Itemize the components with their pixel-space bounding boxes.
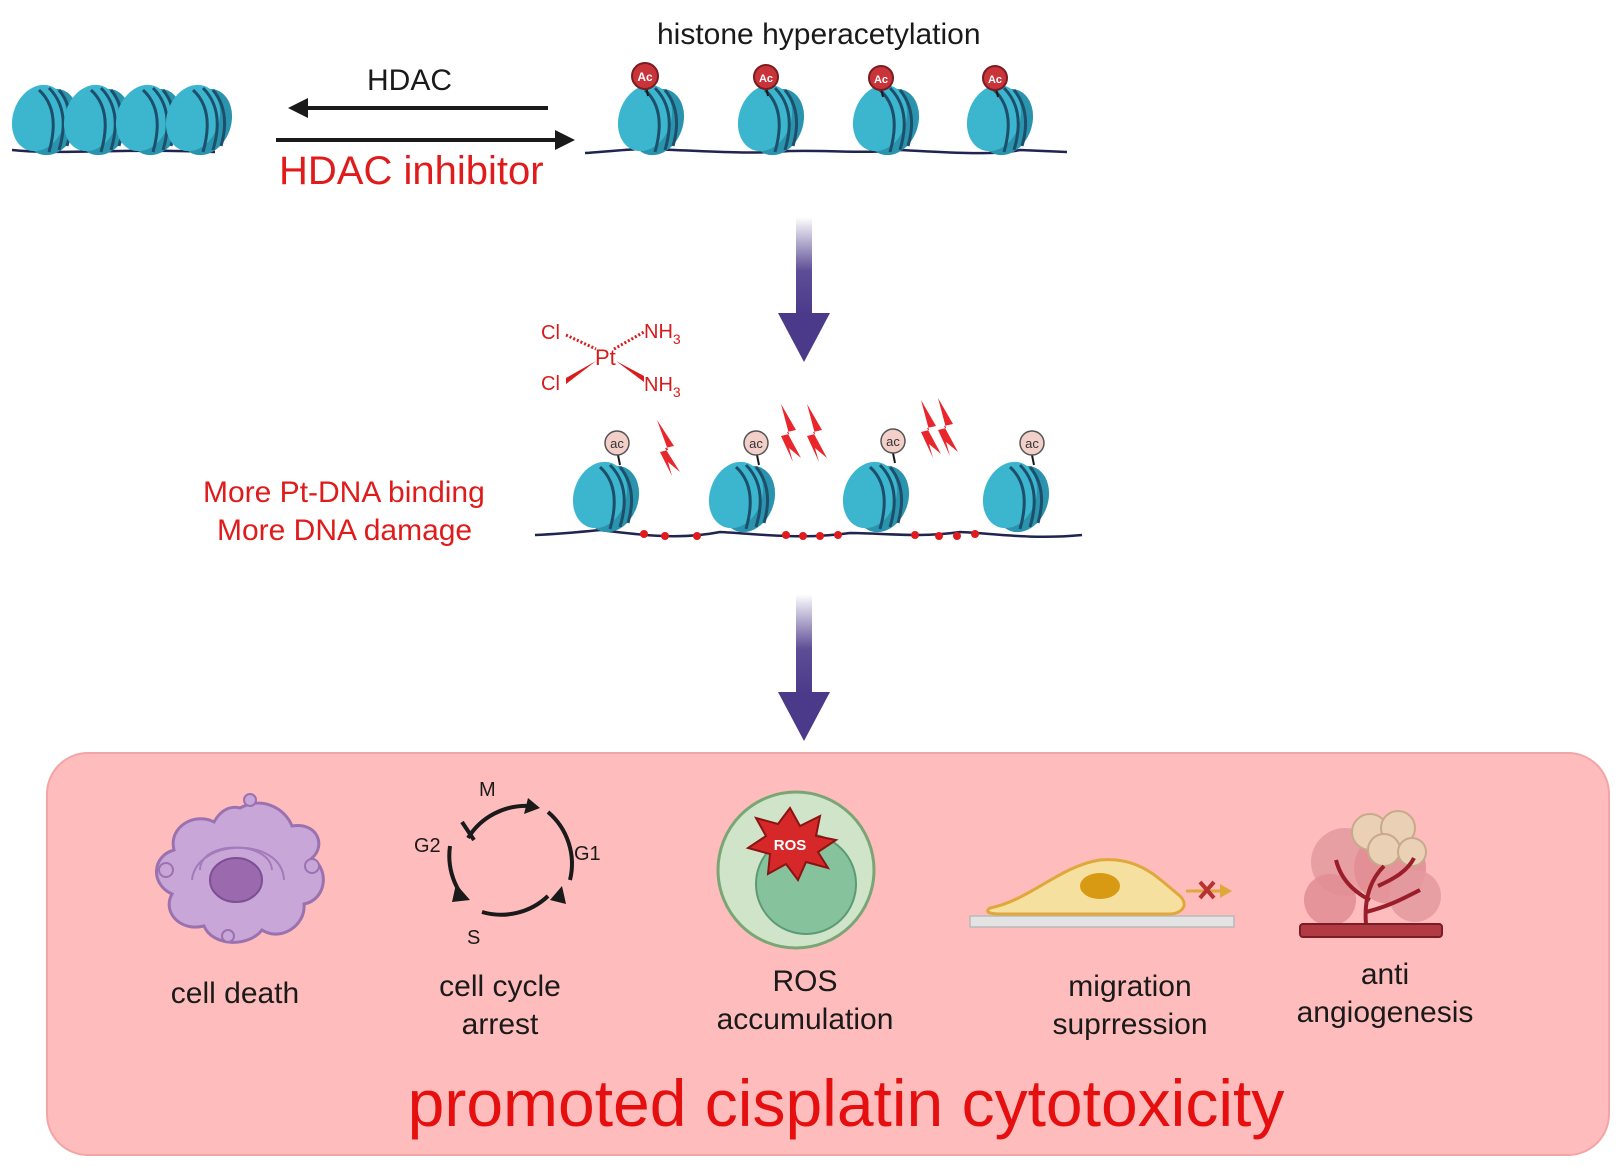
svg-text:ac: ac [610,436,624,451]
tumor-vessel-icon [1299,810,1443,938]
effect-label-cell-cycle-arrest: cell cycle arrest [439,970,561,1041]
svg-text:Ac: Ac [874,74,888,86]
dna-damage-label: More DNA damage [217,514,473,547]
effect-label-anti-angiogenesis: anti angiogenesis [1296,958,1474,1029]
effect-label-cell-death: cell death [170,977,300,1010]
acetyl-mark: Ac [753,64,779,90]
acetyl-mark: Ac [982,65,1008,91]
dying-cell-icon [155,793,325,944]
platinum-label: Pt [595,345,616,370]
blocked-x-icon [1198,880,1216,900]
phase-g1-label: G1 [574,843,601,865]
lightning-bolt-icon [657,420,680,476]
hdac-inhibitor-arrow-right [276,130,575,150]
svg-text:Ac: Ac [988,74,1002,86]
svg-text:Ac: Ac [759,73,773,85]
pt-adduct-dots [640,530,979,540]
lightning-bolt-icon [921,400,941,458]
migrating-cell-icon [969,858,1235,928]
hdac-arrow-left [288,98,548,118]
effect-label-migration: migration suprression [1052,970,1208,1041]
flow-arrow-2 [778,594,830,741]
ammine-label: NH3 [644,321,681,347]
condensed-chromatin [1,75,243,165]
lightning-bolt-icon [938,398,958,456]
acetyl-mark: Ac [631,62,659,90]
phase-g2-label: G2 [414,835,441,857]
acetyl-mark: ac [880,428,906,454]
phase-s-label: S [467,927,480,949]
phase-m-label: M [479,779,496,801]
acetyl-mark: Ac [868,65,894,91]
hdac-inhibitor-label: HDAC inhibitor [279,149,544,193]
svg-text:Ac: Ac [637,70,653,84]
chloride-label: Cl [541,322,560,344]
diagram-drawing: Ac Ac Ac Ac Cl Cl [1,62,1083,741]
effect-label-ros-accumulation: ROS accumulation [716,965,894,1036]
acetyl-marks-middle: ac ac ac ac [604,428,1045,456]
svg-text:ac: ac [749,436,763,451]
hyperacetylation-label: histone hyperacetylation [657,18,981,51]
chloride-label: Cl [541,373,560,395]
lightning-bolt-icon [781,404,801,462]
acetyl-mark: ac [604,430,630,456]
summary-title: promoted cisplatin cytotoxicity [407,1066,1285,1140]
svg-text:ac: ac [886,434,900,449]
cell-cycle-icon: M G1 G2 S [414,779,601,949]
cisplatin-structure: Cl Cl Pt NH3 NH3 [541,321,681,400]
ros-cell-icon: ROS [716,790,876,950]
ros-badge: ROS [774,837,807,854]
hdac-label: HDAC [367,64,453,97]
ammine-label: NH3 [644,374,681,400]
dna-damage-bolts [657,398,958,476]
acetyl-marks-top: Ac Ac Ac Ac [631,62,1008,91]
flow-arrow-1 [778,217,830,362]
pt-dna-binding-label: More Pt-DNA binding [203,476,485,509]
acetyl-mark: ac [1019,430,1045,456]
lightning-bolt-icon [807,404,827,462]
acetyl-mark: ac [743,430,769,456]
svg-text:ac: ac [1025,436,1039,451]
